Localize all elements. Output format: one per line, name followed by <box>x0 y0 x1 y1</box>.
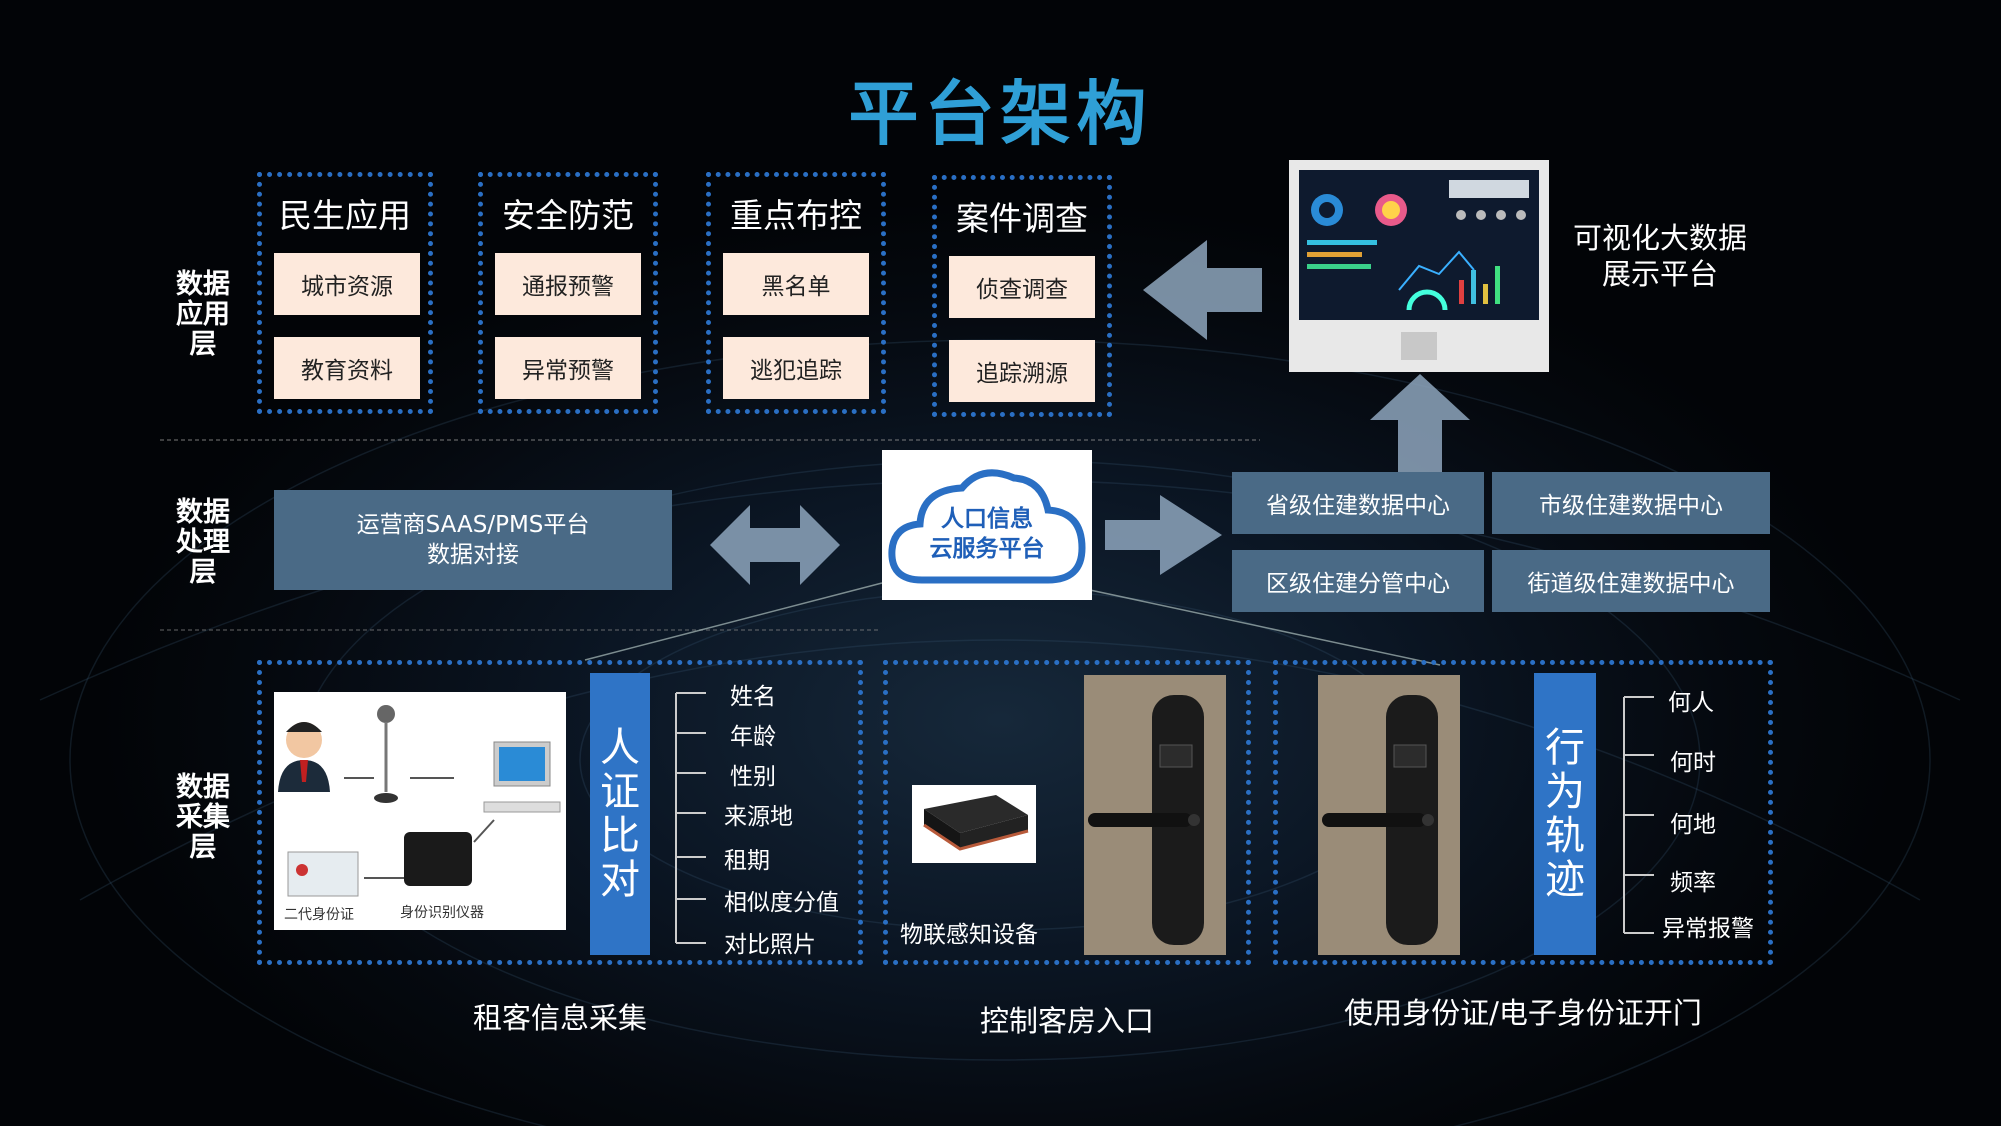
cloud-label: 人口信息 云服务平台 <box>929 506 1045 562</box>
monitor-stand <box>1401 332 1437 360</box>
arrow-double <box>710 505 840 585</box>
app-group-title: 安全防范 <box>502 196 634 235</box>
arrow-right <box>1105 495 1222 575</box>
app-item: 逃犯追踪 <box>723 337 869 399</box>
monitor-screen <box>1299 170 1539 320</box>
iot-device-label: 物联感知设备 <box>900 922 1038 948</box>
cloud-platform: 人口信息 云服务平台 <box>882 450 1092 600</box>
attr-bracket-2 <box>1623 696 1654 934</box>
app-item: 追踪溯源 <box>949 340 1095 402</box>
app-group-title: 案件调查 <box>956 199 1088 238</box>
attr-item: 异常报警 <box>1662 916 1754 942</box>
layer-label-application: 数据 应用层 <box>163 270 243 360</box>
attr-item: 频率 <box>1670 870 1716 896</box>
id-verification-illustration: 二代身份证 身份识别仪器 <box>274 692 566 930</box>
app-group-title: 民生应用 <box>279 196 411 235</box>
room-entrance-panel: 物联感知设备 <box>883 660 1251 965</box>
page-title: 平台架构 <box>848 73 1153 155</box>
layer-label-collection: 数据 采集层 <box>163 773 243 863</box>
cloud-icon <box>888 469 1086 584</box>
attr-bracket <box>675 692 706 944</box>
layer-label-processing-text: 数据 处理层 <box>176 497 230 588</box>
app-item: 城市资源 <box>274 253 420 315</box>
app-item: 教育资料 <box>274 337 420 399</box>
app-item: 异常预警 <box>495 337 641 399</box>
attr-item: 性别 <box>730 764 776 790</box>
door-lock-image <box>1084 675 1226 955</box>
app-group-minsheng: 民生应用 城市资源 教育资料 <box>257 172 433 414</box>
attr-item: 相似度分值 <box>724 890 839 916</box>
app-group-title: 重点布控 <box>730 196 862 235</box>
app-group-anjian: 案件调查 侦查调查 追踪溯源 <box>932 175 1112 417</box>
monitor-image <box>1289 160 1549 372</box>
attr-item: 何地 <box>1670 812 1716 838</box>
arrow-up <box>1370 374 1470 475</box>
data-center-city: 市级住建数据中心 <box>1492 472 1770 534</box>
id-door-panel: 行 为 轨 迹 何人 何时 何地 频率 异常报警 <box>1273 660 1773 965</box>
layer-label-processing: 数据 处理层 <box>163 498 243 588</box>
attr-item: 何时 <box>1670 750 1716 776</box>
caption-rent: 租客信息采集 <box>472 1001 647 1035</box>
attr-item: 何人 <box>1668 690 1714 716</box>
arrow-left <box>1143 240 1262 340</box>
caption-room: 控制客房入口 <box>979 1004 1154 1038</box>
layer-label-application-text: 数据 应用层 <box>176 269 230 360</box>
app-item: 侦查调查 <box>949 256 1095 318</box>
dashboard-illustration <box>1307 180 1529 311</box>
app-group-anquan: 安全防范 通报预警 异常预警 <box>478 172 658 414</box>
attr-item: 对比照片 <box>724 932 816 958</box>
id-reader-label: 身份识别仪器 <box>400 905 484 921</box>
data-center-street: 街道级住建数据中心 <box>1492 550 1770 612</box>
app-item: 通报预警 <box>495 253 641 315</box>
operator-box: 运营商SAAS/PMS平台 数据对接 <box>274 490 672 590</box>
vertical-label-id-compare: 人 证 比 对 <box>590 673 650 955</box>
door-lock-graphic <box>1088 695 1204 945</box>
door-lock-image-2 <box>1318 675 1460 955</box>
rent-collection-panel: 二代身份证 身份识别仪器 人 证 比 对 姓名 年龄 性别 来源地 租期 相似度… <box>257 660 863 965</box>
attr-item: 姓名 <box>730 684 776 710</box>
iot-box-graphic <box>923 795 1029 851</box>
id-card-label: 二代身份证 <box>284 907 354 923</box>
attr-item: 来源地 <box>724 804 793 830</box>
visual-platform-label: 可视化大数据 展示平台 <box>1572 221 1747 291</box>
app-group-zhongdian: 重点布控 黑名单 逃犯追踪 <box>706 172 886 414</box>
attr-item: 年龄 <box>730 724 776 750</box>
layer-label-collection-text: 数据 采集层 <box>176 772 230 863</box>
data-center-district: 区级住建分管中心 <box>1232 550 1484 612</box>
app-item: 黑名单 <box>723 253 869 315</box>
door-lock-graphic-2 <box>1322 695 1438 945</box>
caption-id-door: 使用身份证/电子身份证开门 <box>1344 996 1702 1030</box>
attr-item: 租期 <box>724 848 770 874</box>
data-center-province: 省级住建数据中心 <box>1232 472 1484 534</box>
iot-device-image <box>912 785 1036 863</box>
id-verification-graphic <box>278 705 561 897</box>
vertical-label-behavior: 行 为 轨 迹 <box>1534 673 1596 955</box>
